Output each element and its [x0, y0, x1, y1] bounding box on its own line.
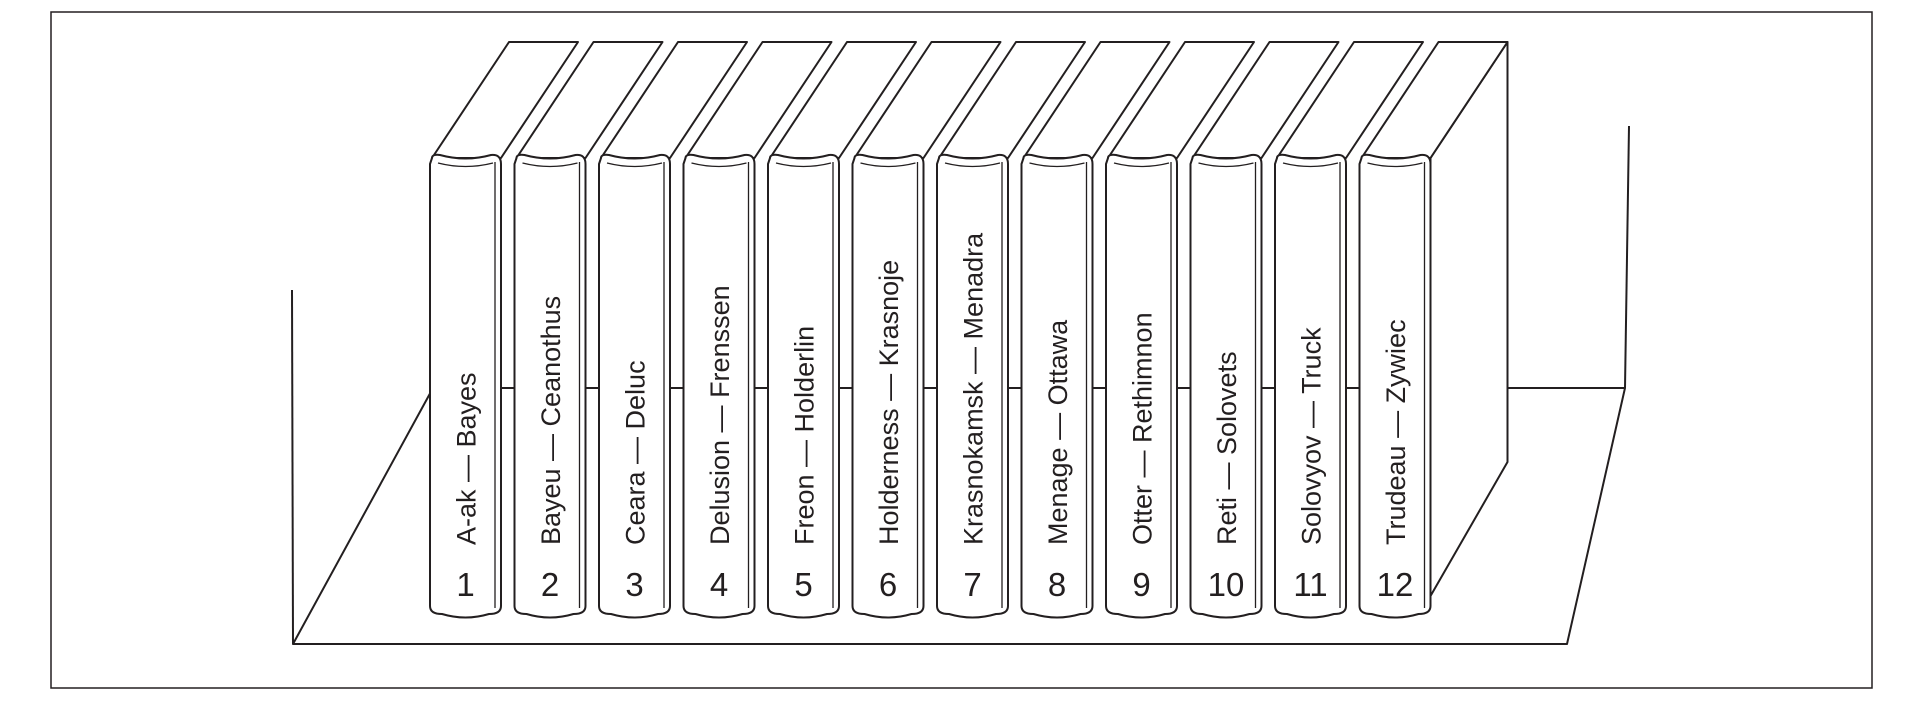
book-title: Delusion — Frenssen: [705, 285, 735, 545]
book-spine: [1189, 153, 1263, 619]
book-title: Trudeau — Zywiec: [1381, 319, 1411, 545]
book-spine-top-rim: [944, 162, 1001, 168]
book-volume-number: 2: [541, 566, 559, 603]
book-spine: [682, 153, 756, 619]
book-1: A-ak — Bayes 1: [429, 41, 579, 619]
book-spine-top-rim: [606, 162, 663, 168]
book-spine: [1020, 153, 1094, 619]
book-spine-top-rim: [691, 162, 747, 168]
book-spine: [767, 153, 840, 619]
book-spine: [598, 153, 671, 619]
book-title: A-ak — Bayes: [452, 372, 482, 545]
book-11: Solovyov — Truck 11: [1274, 41, 1424, 619]
book-spine-top-rim: [1367, 162, 1423, 168]
book-volume-number: 12: [1377, 566, 1414, 603]
book-spine: [936, 153, 1009, 619]
book-10: Reti — Solovets 10: [1189, 41, 1340, 619]
book-volume-number: 5: [794, 566, 812, 603]
book-spine: [1274, 153, 1347, 619]
book-9: Otter — Rethimnon 9: [1105, 41, 1255, 619]
book-spine: [513, 153, 587, 619]
book-spine-top-rim: [775, 162, 832, 168]
book-spine: [851, 153, 925, 619]
book-spine-top-rim: [437, 162, 494, 168]
book-12: Trudeau — Zywiec 12: [1358, 41, 1509, 619]
book-spine: [1105, 153, 1178, 619]
book-2: Bayeu — Ceanothus 2: [513, 41, 664, 619]
book-spine: [429, 153, 502, 619]
book-spine-top-rim: [1198, 162, 1254, 168]
book-volume-number: 10: [1208, 566, 1245, 603]
book-title: Ceara — Deluc: [621, 360, 651, 545]
book-8: Menage — Ottawa 8: [1020, 41, 1171, 619]
book-spine-top-rim: [1029, 162, 1085, 168]
book-title: Krasnokamsk — Menadra: [959, 232, 989, 545]
book-title: Otter — Rethimnon: [1128, 312, 1158, 545]
book-volume-number: 9: [1132, 566, 1150, 603]
shelf: [291, 125, 1630, 645]
book-title: Freon — Holderlin: [790, 326, 820, 545]
book-spine-top-rim: [1282, 162, 1339, 168]
shelf-right-side: [1624, 125, 1630, 389]
book-title: Solovyov — Truck: [1297, 327, 1327, 545]
books: A-ak — Bayes 1 Bayeu — Ceanothus 2 Ceara — D…: [429, 41, 1509, 619]
outer-frame: [50, 11, 1873, 689]
book-title: Bayeu — Ceanothus: [536, 296, 566, 545]
book-4: Delusion — Frenssen 4: [682, 41, 833, 619]
book-spine-top-rim: [522, 162, 578, 168]
book-6: Holderness — Krasnoje 6: [851, 41, 1002, 619]
book-title: Reti — Solovets: [1212, 351, 1242, 545]
book-volume-number: 4: [710, 566, 728, 603]
shelf-left-side: [291, 289, 294, 645]
book-spine: [1358, 153, 1432, 619]
book-title: Menage — Ottawa: [1043, 319, 1073, 545]
book-3: Ceara — Deluc 3: [598, 41, 748, 619]
book-volume-number: 11: [1293, 566, 1327, 603]
book-7: Krasnokamsk — Menadra 7: [936, 41, 1086, 619]
book-spine-top-rim: [860, 162, 916, 168]
book-volume-number: 8: [1048, 566, 1066, 603]
book-volume-number: 6: [879, 566, 897, 603]
book-volume-number: 1: [456, 566, 474, 603]
book-volume-number: 3: [625, 566, 643, 603]
book-volume-number: 7: [963, 566, 981, 603]
book-title: Holderness — Krasnoje: [874, 260, 904, 545]
book-5: Freon — Holderlin 5: [767, 41, 917, 619]
book-spine-top-rim: [1113, 162, 1170, 168]
